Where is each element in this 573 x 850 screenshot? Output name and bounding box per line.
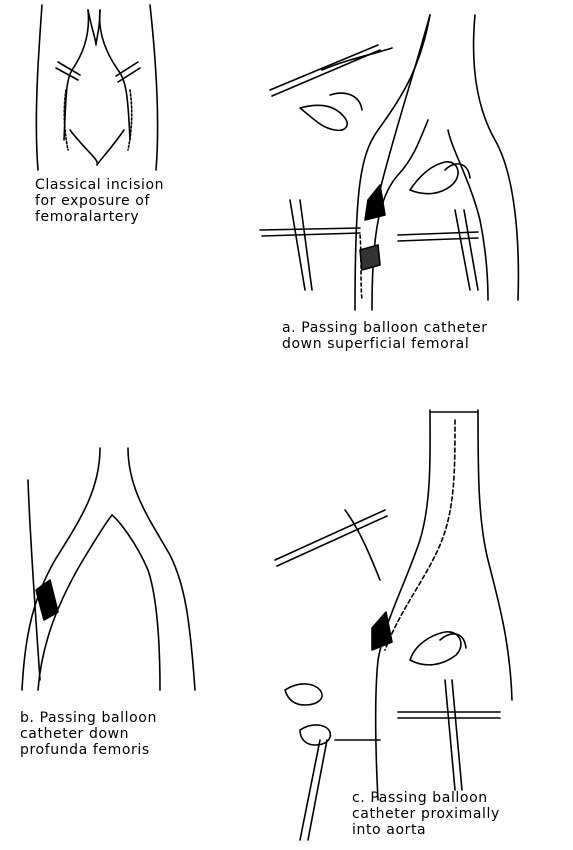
caption-a-superficial-femoral: a. Passing balloon catheter down superfi… bbox=[282, 320, 488, 352]
caption-c-into-aorta: c. Passing balloon catheter proximally i… bbox=[352, 790, 500, 838]
torso-incision-drawing bbox=[36, 5, 157, 170]
diagram-c-into-aorta bbox=[275, 410, 512, 840]
caption-b-profunda-femoris: b. Passing balloon catheter down profund… bbox=[20, 710, 157, 758]
diagram-a-superficial-femoral bbox=[260, 15, 518, 310]
caption-classical-incision: Classical incision for exposure of femor… bbox=[35, 177, 164, 225]
diagram-b-profunda-femoris bbox=[22, 448, 195, 690]
